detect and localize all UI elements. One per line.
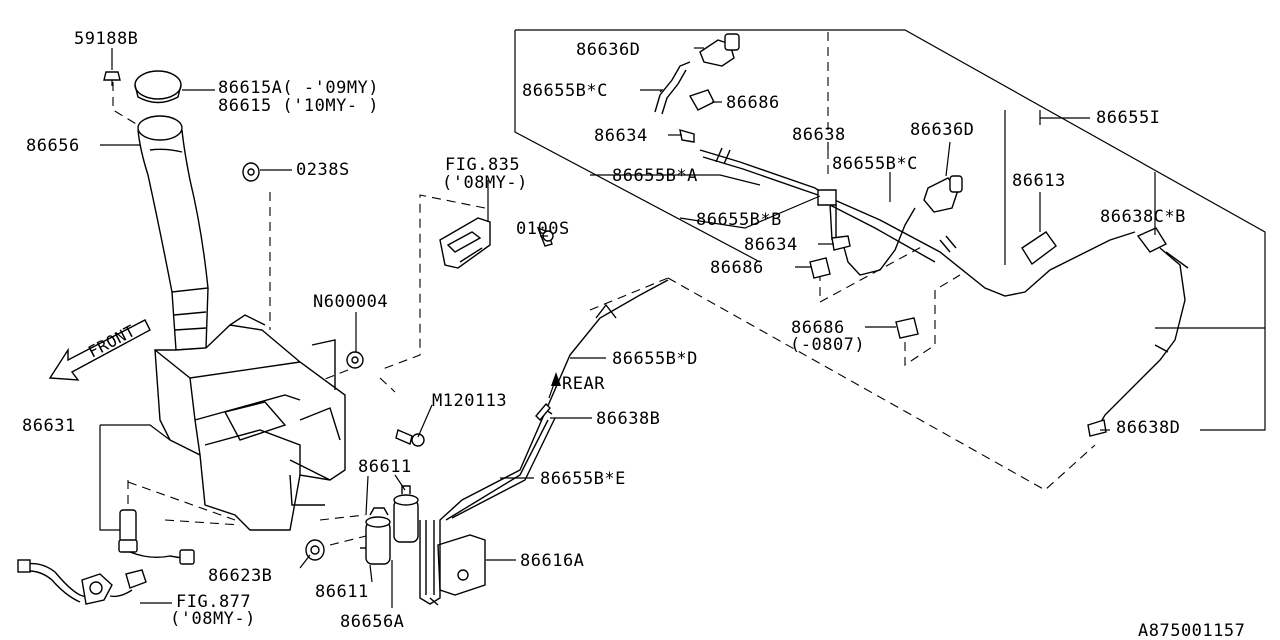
dashed-lines — [112, 32, 1096, 546]
panel-outline — [514, 29, 1266, 431]
label-86623b: 86623B — [208, 566, 272, 586]
label-n600004: N600004 — [313, 292, 388, 312]
upper-hoses — [654, 61, 1189, 433]
joint-86634-top — [679, 129, 695, 143]
label-86655b-e: 86655B*E — [540, 469, 626, 489]
level-sensor — [118, 509, 195, 565]
label-86615: 86615 ('10MY- ) — [218, 96, 379, 116]
label-86686-low-note: (-0807) — [790, 335, 865, 355]
bracket-835 — [439, 217, 491, 269]
label-86613: 86613 — [1012, 171, 1066, 191]
label-86634-top: 86634 — [594, 126, 648, 146]
nut-n600004 — [346, 351, 364, 369]
label-86616a: 86616A — [520, 551, 584, 571]
clip-86686-mid — [809, 257, 831, 279]
harness-877 — [17, 559, 147, 605]
nozzle-86636d-right — [923, 175, 963, 213]
part-labels: 59188B 86615A( -'09MY) 86615 ('10MY- ) 8… — [22, 29, 1245, 640]
label-fig-877-note: ('08MY-) — [170, 609, 256, 629]
label-86655b-a: 86655B*A — [612, 166, 698, 186]
label-86611-lower: 86611 — [315, 582, 369, 602]
label-86638d: 86638D — [1116, 418, 1180, 438]
washer-pump-front — [360, 507, 391, 565]
hose-clip-86616a — [437, 534, 486, 596]
nozzle-86638d — [1087, 419, 1107, 437]
label-m120113: M120113 — [432, 391, 507, 411]
label-86655i: 86655I — [1096, 108, 1160, 128]
label-86656a: 86656A — [340, 612, 404, 632]
label-86636d-top: 86636D — [576, 40, 640, 60]
hose-break-marks — [715, 147, 1169, 353]
label-86686-mid: 86686 — [710, 258, 764, 278]
joint-86634-mid — [831, 235, 851, 251]
nozzle-86638b — [535, 402, 551, 422]
label-fig-835-note: ('08MY-) — [442, 173, 528, 193]
leader-lines — [99, 47, 1265, 608]
label-86638c-b: 86638C*B — [1100, 207, 1186, 227]
label-86655b-b: 86655B*B — [696, 210, 782, 230]
rear-hoses — [419, 279, 669, 606]
label-rear: REAR — [562, 374, 605, 394]
label-0238s: 0238S — [296, 160, 350, 180]
bolt-m120113 — [395, 429, 425, 447]
label-59188b: 59188B — [74, 29, 138, 49]
label-86638: 86638 — [792, 125, 846, 145]
diagram-code: A875001157 — [1138, 621, 1245, 640]
nozzle-86636d-top — [699, 33, 740, 67]
tape-86613 — [1021, 231, 1057, 266]
label-86636d-right: 86636D — [910, 120, 974, 140]
washer-pump-rear — [393, 485, 419, 543]
rear-arrow-icon — [548, 372, 561, 399]
label-86686-top: 86686 — [726, 93, 780, 113]
label-0100s: 0100S — [516, 219, 570, 239]
label-86656: 86656 — [26, 136, 80, 156]
label-86611-upper: 86611 — [358, 457, 412, 477]
joint-86638cb — [1136, 227, 1168, 253]
label-86686-low: 86686 — [791, 318, 845, 338]
label-86655b-c-left: 86655B*C — [522, 81, 608, 101]
label-86631: 86631 — [22, 416, 76, 436]
label-86634-mid: 86634 — [744, 235, 798, 255]
label-fig-835: FIG.835 — [445, 155, 520, 175]
label-86655b-d: 86655B*D — [612, 349, 698, 369]
label-fig-877: FIG.877 — [176, 592, 251, 612]
label-86615a: 86615A( -'09MY) — [218, 78, 379, 98]
washer-tank — [103, 70, 346, 531]
label-86638b: 86638B — [596, 409, 660, 429]
clip-86686-low — [895, 317, 919, 339]
label-front: FRONT — [85, 321, 139, 362]
grommet-86623b — [305, 539, 325, 561]
clip-86686-top — [688, 89, 715, 111]
joint-86638 — [817, 189, 837, 206]
front-arrow-icon — [48, 319, 151, 381]
grommet-clip — [242, 162, 260, 182]
label-86655b-c-right: 86655B*C — [832, 154, 918, 174]
